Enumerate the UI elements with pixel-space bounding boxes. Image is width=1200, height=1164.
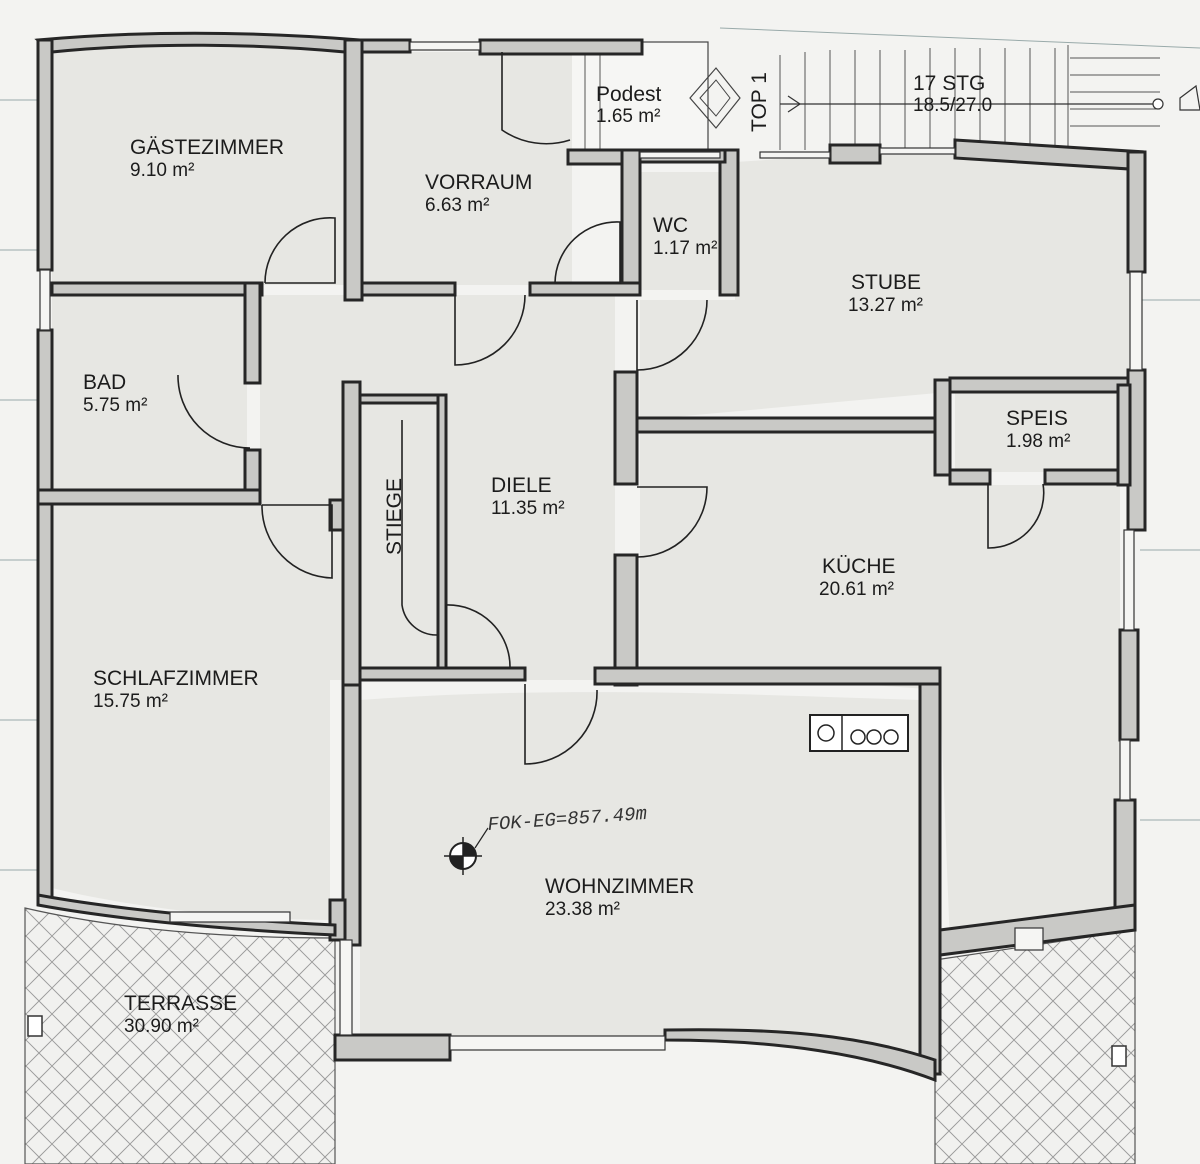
level-marker-icon: [444, 827, 489, 875]
label-top: TOP 1: [748, 72, 771, 132]
label-kueche-name: KÜCHE: [822, 555, 896, 578]
sheet-grid-lines: [0, 27, 1200, 871]
label-wc-name: WC: [653, 214, 688, 237]
label-bad-name: BAD: [83, 371, 126, 394]
kitchen-stove: [809, 714, 909, 752]
label-wohnzimmer-name: WOHNZIMMER: [545, 875, 694, 898]
label-podest-name: Podest: [596, 83, 662, 106]
exterior-staircase: [567, 41, 1200, 151]
label-terrasse-name: TERRASSE: [124, 992, 237, 1015]
label-bad-area: 5.75 m²: [83, 395, 147, 416]
label-gaestezimmer-name: GÄSTEZIMMER: [130, 136, 284, 159]
label-schlafzimmer-area: 15.75 m²: [93, 691, 168, 712]
label-diele-name: DIELE: [491, 474, 552, 497]
label-wohnzimmer-area: 23.38 m²: [545, 899, 620, 920]
label-vorraum-area: 6.63 m²: [425, 195, 489, 216]
label-schlafzimmer-name: SCHLAFZIMMER: [93, 667, 259, 690]
terrace-post-right: [1111, 1045, 1127, 1067]
label-gaestezimmer-area: 9.10 m²: [130, 160, 194, 181]
label-speis-area: 1.98 m²: [1006, 431, 1070, 452]
doors: [177, 52, 1045, 765]
label-diele-area: 11.35 m²: [491, 498, 565, 519]
label-speis-name: SPEIS: [1006, 407, 1068, 430]
label-stube-area: 13.27 m²: [848, 295, 923, 316]
room-floors: [52, 45, 1135, 1060]
label-podest-area: 1.65 m²: [596, 106, 660, 127]
terrace-right-hatch: [934, 929, 1136, 1164]
label-stairs-count: 17 STG: [913, 72, 985, 95]
label-wc-area: 1.17 m²: [653, 238, 717, 259]
label-kueche-area: 20.61 m²: [819, 579, 894, 600]
label-terrasse-area: 30.90 m²: [124, 1016, 199, 1037]
label-stiege: STIEGE: [383, 478, 406, 555]
label-vorraum-name: VORRAUM: [425, 171, 532, 194]
room-labels: GÄSTEZIMMER 9.10 m² VORRAUM 6.63 m² Pode…: [83, 72, 1070, 1037]
label-stairs-dims: 18.5/27.0: [913, 95, 992, 116]
label-stube-name: STUBE: [851, 271, 921, 294]
windows: [39, 41, 1143, 1051]
terrace-post-left: [27, 1015, 43, 1037]
